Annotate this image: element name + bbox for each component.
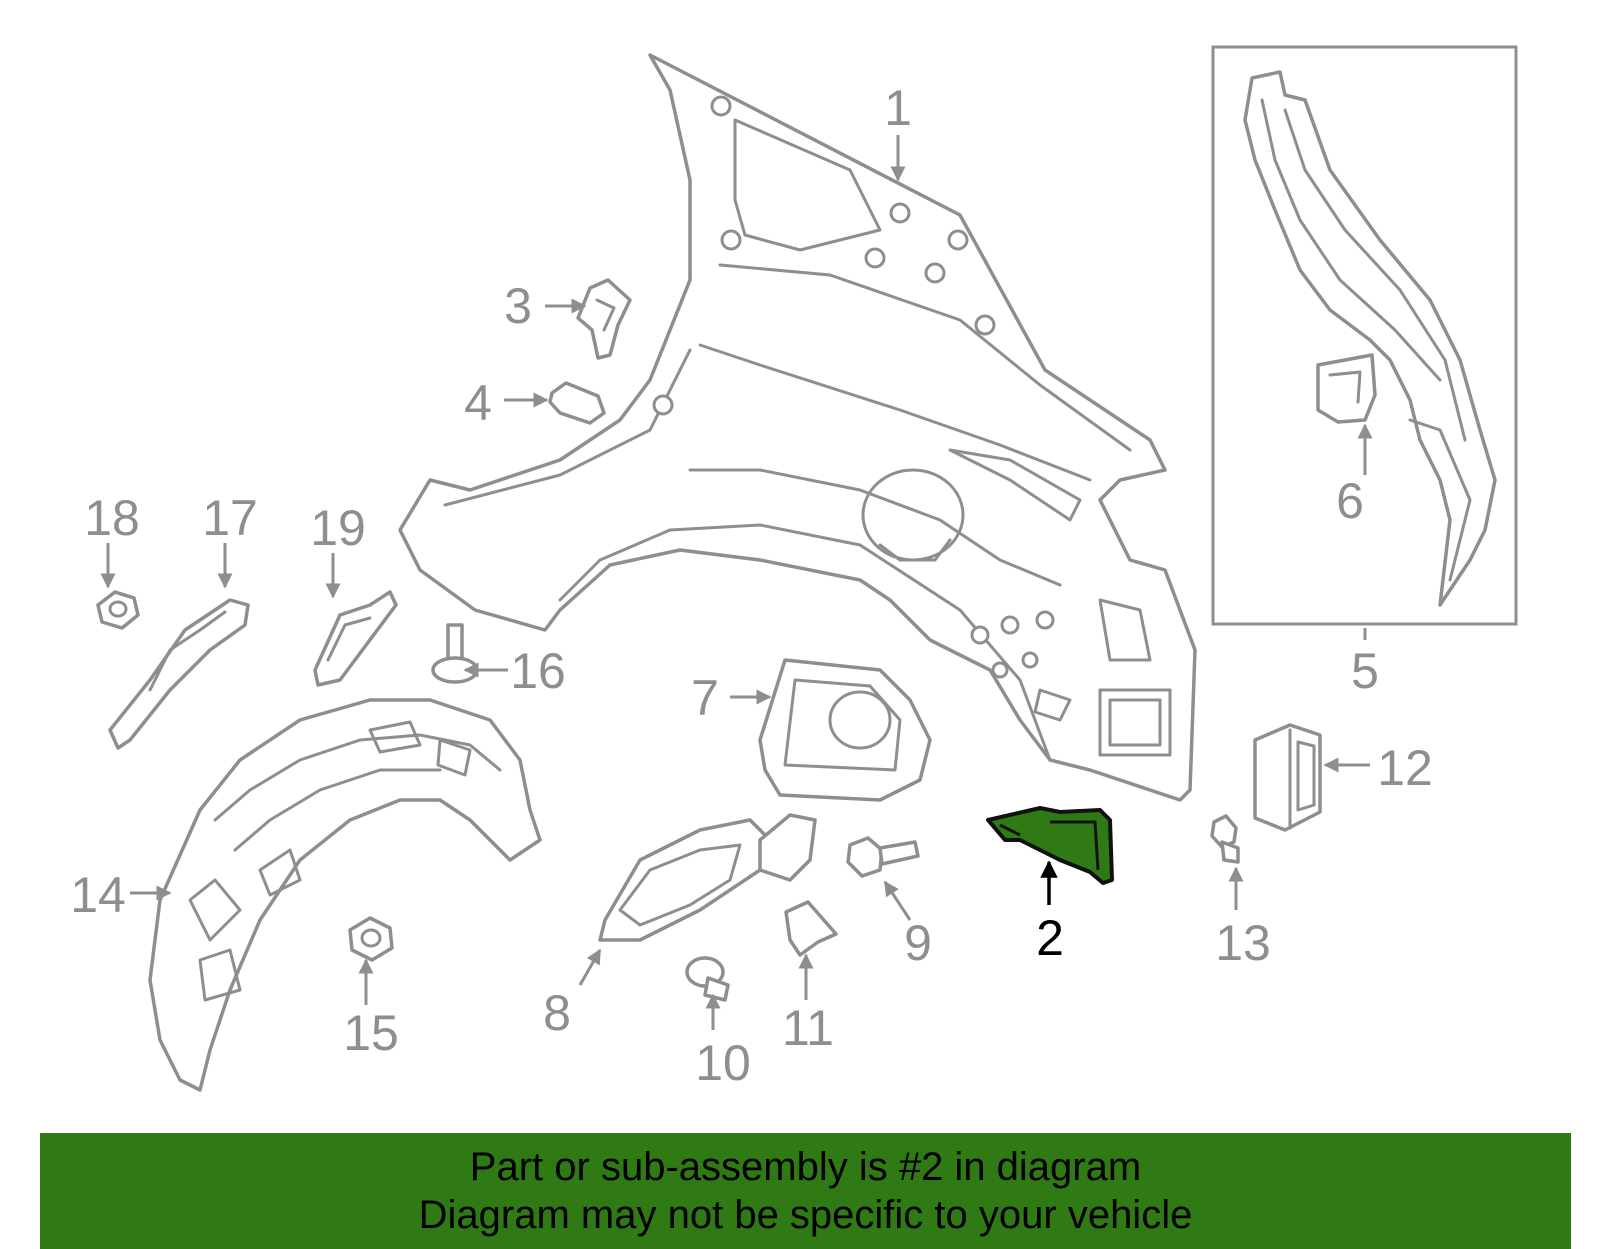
callout-17: 17 [202, 490, 258, 546]
callout-3: 3 [504, 278, 532, 334]
callout-7: 7 [691, 670, 719, 726]
part-12-vent[interactable] [1253, 723, 1322, 832]
callout-16: 16 [510, 643, 566, 699]
part-1-quarter-panel[interactable] [398, 53, 1197, 802]
part-9-bolt[interactable] [846, 836, 920, 878]
callout-15: 15 [343, 1005, 399, 1061]
part-2-highlighted-bracket[interactable] [986, 806, 1114, 885]
callout-10: 10 [695, 1035, 751, 1091]
callout-18: 18 [84, 490, 140, 546]
callout-5: 5 [1351, 643, 1379, 699]
part-10-clip[interactable] [685, 956, 730, 1002]
part-5-inner-panel-assembly[interactable] [1211, 45, 1518, 626]
callout-labels: 1 2 3 4 5 6 7 8 9 10 11 12 13 14 15 16 1… [70, 80, 1433, 1091]
part-19-bracket[interactable] [313, 590, 398, 687]
part-14-wheel-liner[interactable] [148, 698, 542, 1092]
callout-9: 9 [904, 915, 932, 971]
banner-line-1: Part or sub-assembly is #2 in diagram [469, 1145, 1142, 1189]
part-11-bracket[interactable] [784, 900, 838, 957]
info-banner: Part or sub-assembly is #2 in diagram Di… [40, 1133, 1571, 1249]
part-16-clip[interactable] [431, 623, 479, 684]
callout-2: 2 [1036, 910, 1064, 966]
part-13-bolt[interactable] [1210, 814, 1240, 864]
callout-14: 14 [70, 867, 126, 923]
part-15-nut[interactable] [348, 916, 394, 962]
callout-11: 11 [782, 1000, 834, 1056]
callout-8: 8 [543, 985, 571, 1041]
leader-lines [100, 135, 1373, 1030]
callout-4: 4 [464, 375, 492, 431]
callout-19: 19 [310, 500, 366, 556]
callout-12: 12 [1377, 740, 1433, 796]
part-6-bracket[interactable] [1316, 353, 1377, 424]
part-8-fuel-door[interactable] [598, 813, 817, 942]
part-7-filler-housing[interactable] [758, 658, 932, 802]
parts-diagram: 1 2 3 4 5 6 7 8 9 10 11 12 13 14 15 16 1… [70, 45, 1518, 1092]
part-3-bracket[interactable] [576, 278, 632, 360]
part-18-nut[interactable] [96, 590, 140, 630]
callout-1: 1 [884, 80, 912, 136]
callout-6: 6 [1336, 473, 1364, 529]
part-4-bumper-stop[interactable] [548, 381, 606, 425]
banner-line-2: Diagram may not be specific to your vehi… [418, 1193, 1193, 1237]
part-17-bracket[interactable] [108, 598, 250, 750]
callout-13: 13 [1215, 915, 1271, 971]
